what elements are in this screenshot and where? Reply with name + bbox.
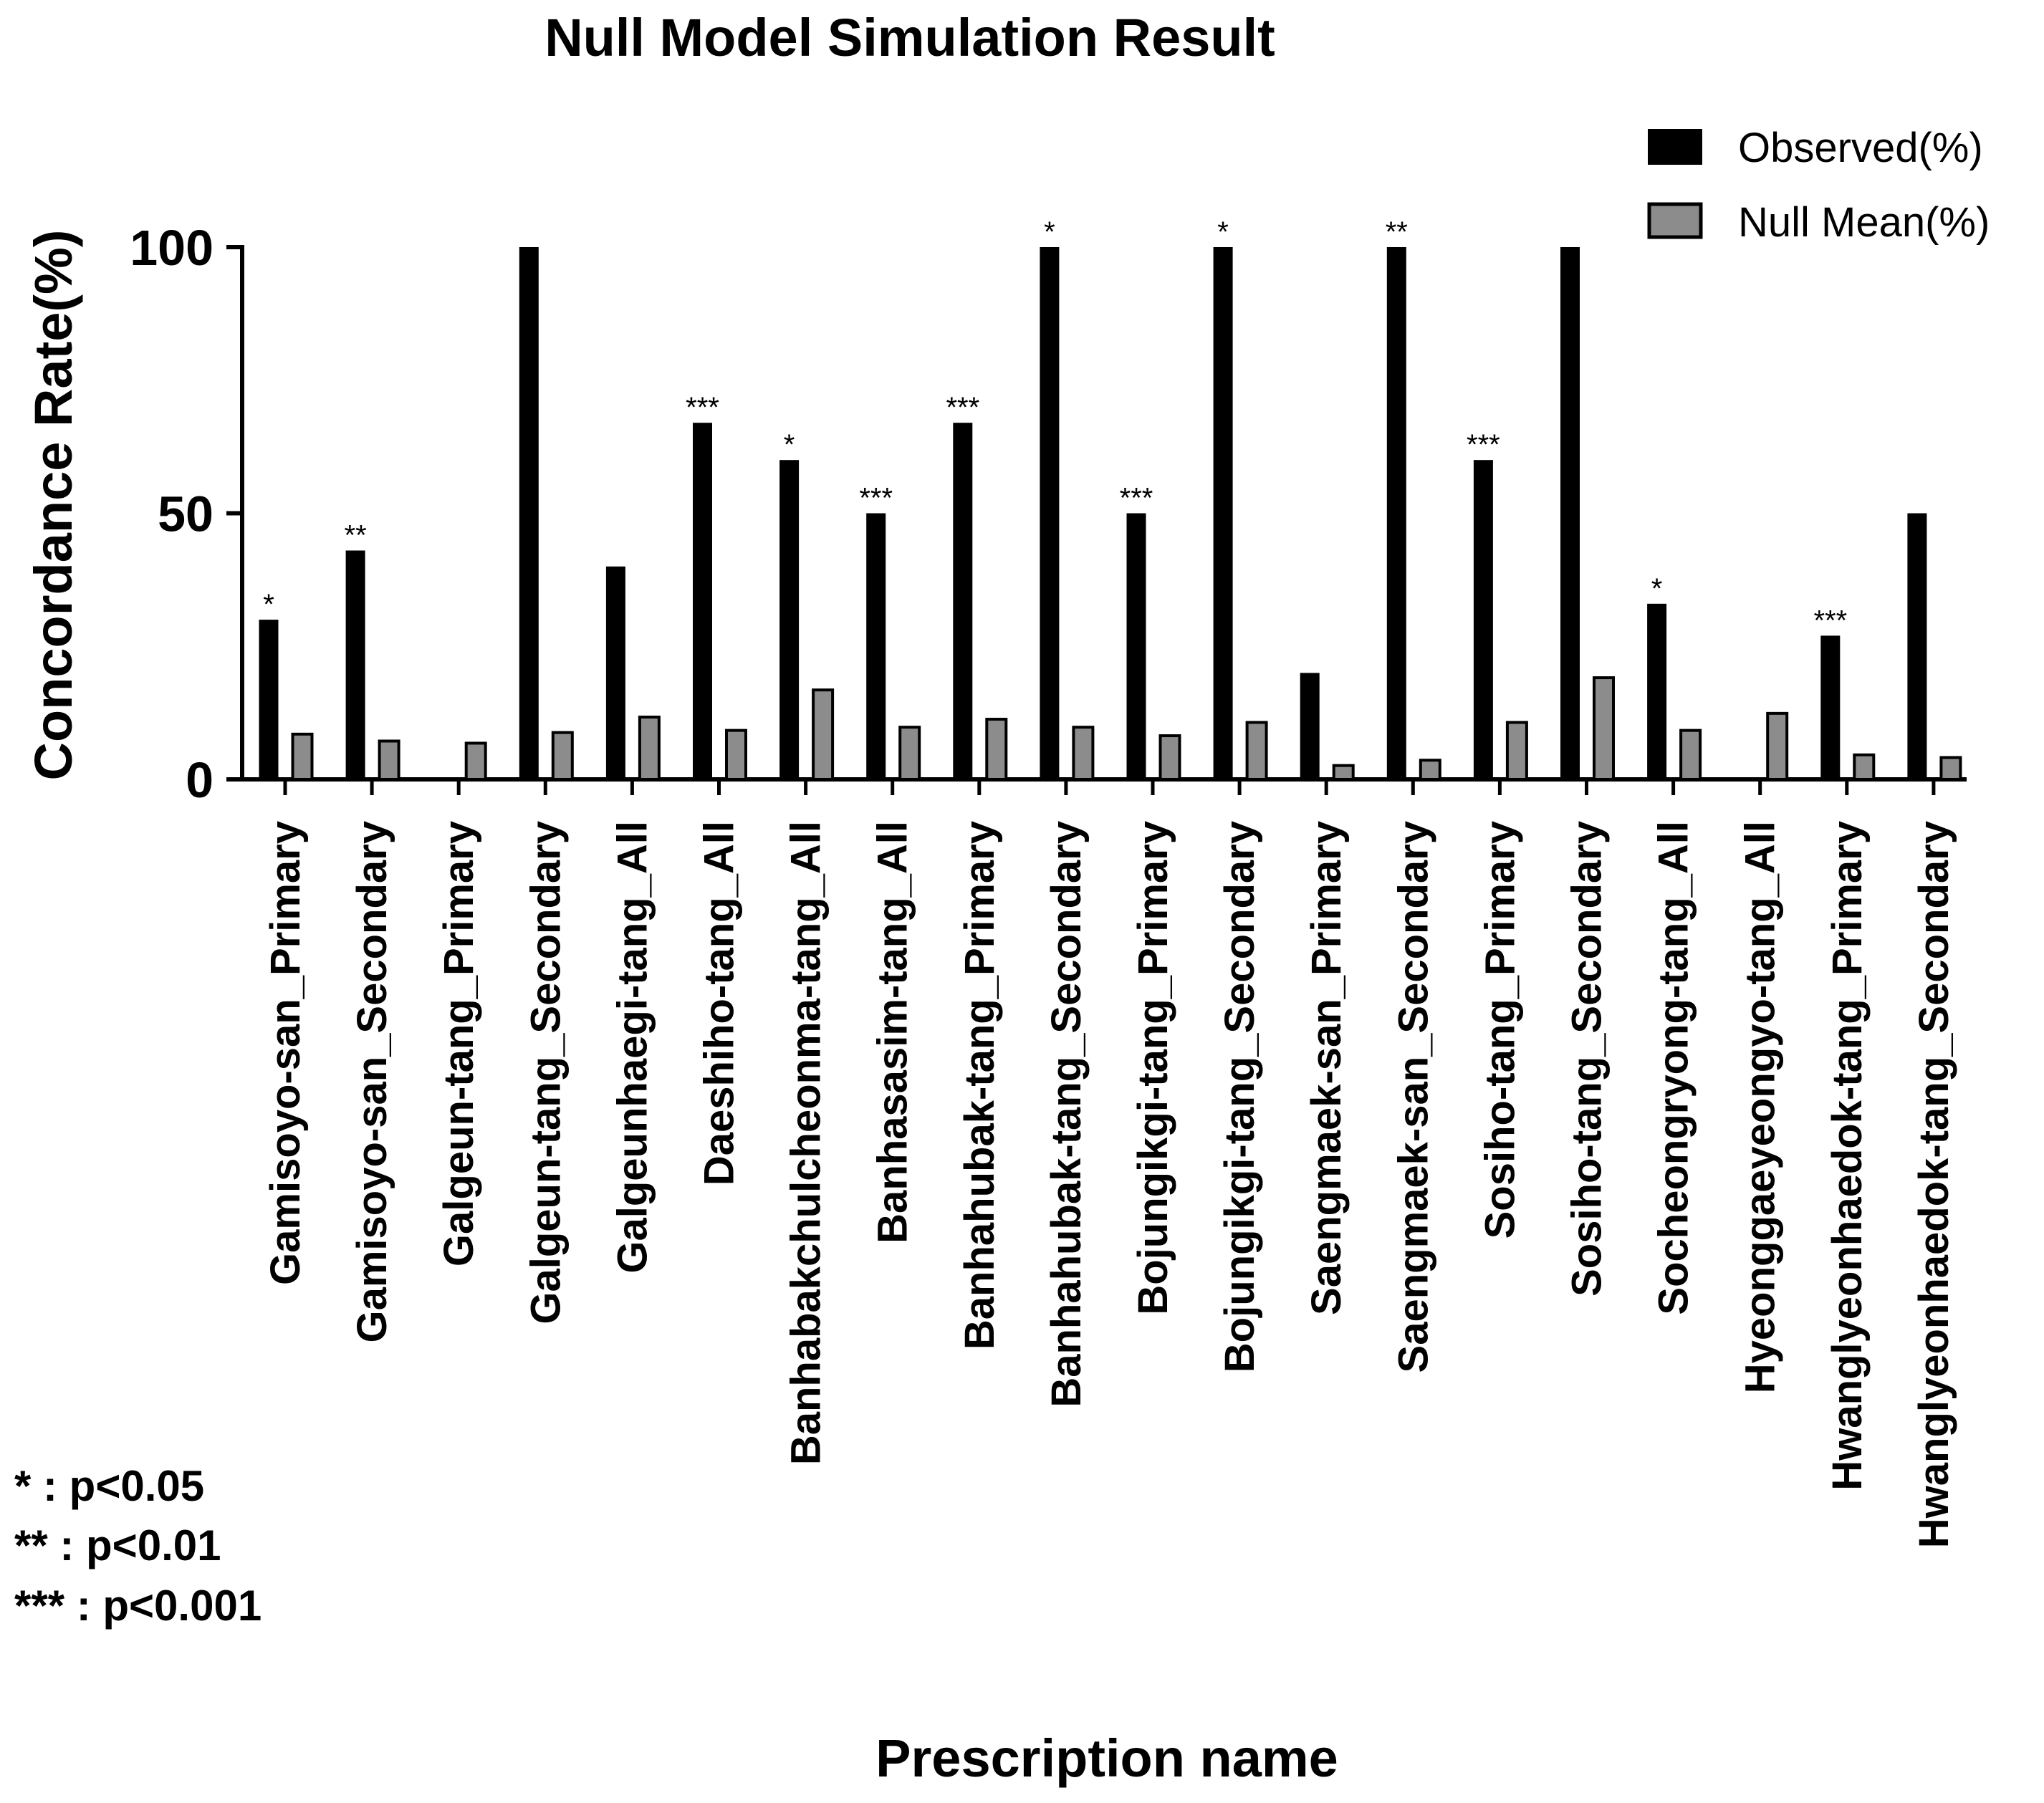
- significance-legend: * : p<0.05 ** : p<0.01 *** : p<0.001: [14, 1462, 262, 1630]
- bar-observed: [605, 566, 625, 779]
- significance-marks: ***************************: [263, 216, 1847, 636]
- bar-observed: [1040, 247, 1060, 779]
- x-tick-label: Banhasasim-tang_All: [870, 821, 916, 1244]
- bar-observed: [1213, 247, 1233, 779]
- bar-observed: [345, 550, 365, 779]
- bar-null-mean: [1072, 726, 1095, 781]
- legend: Observed(%) Null Mean(%): [1647, 125, 1990, 246]
- significance-mark: ***: [1120, 483, 1153, 514]
- bar-observed: [259, 620, 279, 779]
- x-tick-label: Banhabakchulcheonma-tang_All: [783, 821, 830, 1465]
- bar-null-mean: [898, 726, 921, 781]
- x-tick-labels: Gamisoyo-san_Primary Gamisoyo-san_Seconda…: [262, 821, 1957, 1548]
- significance-mark: *: [1217, 216, 1229, 248]
- x-tick-label: Galgeun-tang_Primary: [436, 821, 482, 1266]
- legend-swatch-observed: [1648, 129, 1702, 165]
- bar-null-mean: [1853, 753, 1876, 782]
- bar-observed: [519, 247, 539, 779]
- x-axis-title: Prescription name: [875, 1729, 1338, 1788]
- bar-observed: [953, 423, 973, 779]
- x-tick-label: Hwanglyeonhaedok-tang_Primary: [1824, 821, 1871, 1491]
- x-tick-label: Sosiho-tang_Primary: [1477, 821, 1523, 1239]
- legend-swatch-null-mean: [1647, 202, 1703, 239]
- x-tick-label: Hyeonggaeyeongyo-tang_All: [1737, 821, 1784, 1393]
- x-tick-label: Banhahubak-tang_Secondary: [1043, 821, 1090, 1408]
- significance-mark: *: [263, 589, 274, 620]
- significance-mark: ***: [859, 483, 893, 514]
- significance-mark: ***: [1813, 605, 1847, 636]
- x-tick-label: Galgeun-tang_Secondary: [522, 821, 569, 1324]
- bar-observed: [779, 460, 800, 779]
- bar-null-mean: [464, 741, 487, 781]
- y-tick-label: 50: [158, 486, 213, 542]
- bar-observed: [1820, 635, 1841, 779]
- bar-observed: [1473, 460, 1493, 779]
- bar-observed: [693, 423, 712, 779]
- x-tick-label: Hwanglyeonhaedok-tang_Secondary: [1911, 821, 1957, 1548]
- legend-label-null-mean: Null Mean(%): [1738, 199, 1990, 246]
- y-tick-label: 100: [130, 220, 213, 276]
- bar-null-mean: [551, 731, 574, 782]
- bar-observed: [1560, 247, 1580, 779]
- y-axis-title: Concordance Rate(%): [24, 230, 83, 781]
- bar-null-mean: [1593, 676, 1615, 781]
- x-tick-label: Saengmaek-san_Primary: [1303, 821, 1350, 1315]
- chart-title: Null Model Simulation Result: [544, 8, 1275, 67]
- x-tick-label: Saengmaek-san_Secondary: [1390, 821, 1436, 1372]
- significance-mark: **: [345, 520, 367, 552]
- significance-mark: ***: [946, 392, 979, 423]
- y-tick-label: 0: [186, 752, 213, 808]
- x-tick-label: Daeshiho-tang_All: [696, 821, 743, 1186]
- x-tick-label: Bojungikgi-tang_Primary: [1130, 821, 1176, 1315]
- significance-mark: *: [784, 429, 795, 461]
- x-tick-label: Gamisoyo-san_Secondary: [349, 821, 395, 1343]
- bar-observed: [866, 513, 886, 779]
- bar-null-mean: [1766, 711, 1789, 781]
- bar-null-mean: [1505, 721, 1528, 782]
- note-p0001: *** : p<0.001: [14, 1582, 262, 1630]
- significance-mark: *: [1651, 573, 1663, 605]
- bar-null-mean: [1419, 759, 1441, 781]
- x-tick-label: Galgeunhaegi-tang_All: [609, 821, 656, 1274]
- bar-observed: [1300, 673, 1320, 779]
- x-tick-label: Banhahubak-tang_Primary: [956, 821, 1003, 1350]
- bar-observed: [1907, 513, 1927, 779]
- legend-label-observed: Observed(%): [1738, 125, 1983, 171]
- bar-observed: [1647, 603, 1667, 779]
- note-p001: ** : p<0.01: [14, 1521, 221, 1569]
- x-tick-label: Sosiho-tang_Secondary: [1564, 821, 1611, 1297]
- x-tick-label: Gamisoyo-san_Primary: [262, 821, 309, 1285]
- x-tick-label: Bojungikgi-tang_Secondary: [1217, 821, 1263, 1372]
- note-p005: * : p<0.05: [14, 1462, 204, 1510]
- bars: [259, 247, 1962, 782]
- bar-null-mean: [812, 688, 835, 782]
- bar-null-mean: [1679, 729, 1702, 781]
- significance-mark: *: [1044, 216, 1055, 248]
- significance-mark: **: [1386, 216, 1408, 248]
- bar-observed: [1386, 247, 1406, 779]
- bar-observed: [1126, 513, 1146, 779]
- bar-null-mean: [1332, 764, 1355, 782]
- bar-null-mean: [291, 732, 314, 781]
- bar-null-mean: [725, 729, 747, 781]
- significance-mark: ***: [686, 392, 719, 423]
- bar-null-mean: [638, 716, 661, 781]
- bar-null-mean: [1245, 721, 1268, 782]
- bar-null-mean: [985, 718, 1008, 782]
- significance-mark: ***: [1467, 429, 1500, 461]
- x-tick-label: Socheongryong-tang_All: [1651, 821, 1697, 1315]
- bar-null-mean: [378, 739, 400, 782]
- bar-null-mean: [1939, 756, 1962, 781]
- bar-null-mean: [1158, 734, 1181, 781]
